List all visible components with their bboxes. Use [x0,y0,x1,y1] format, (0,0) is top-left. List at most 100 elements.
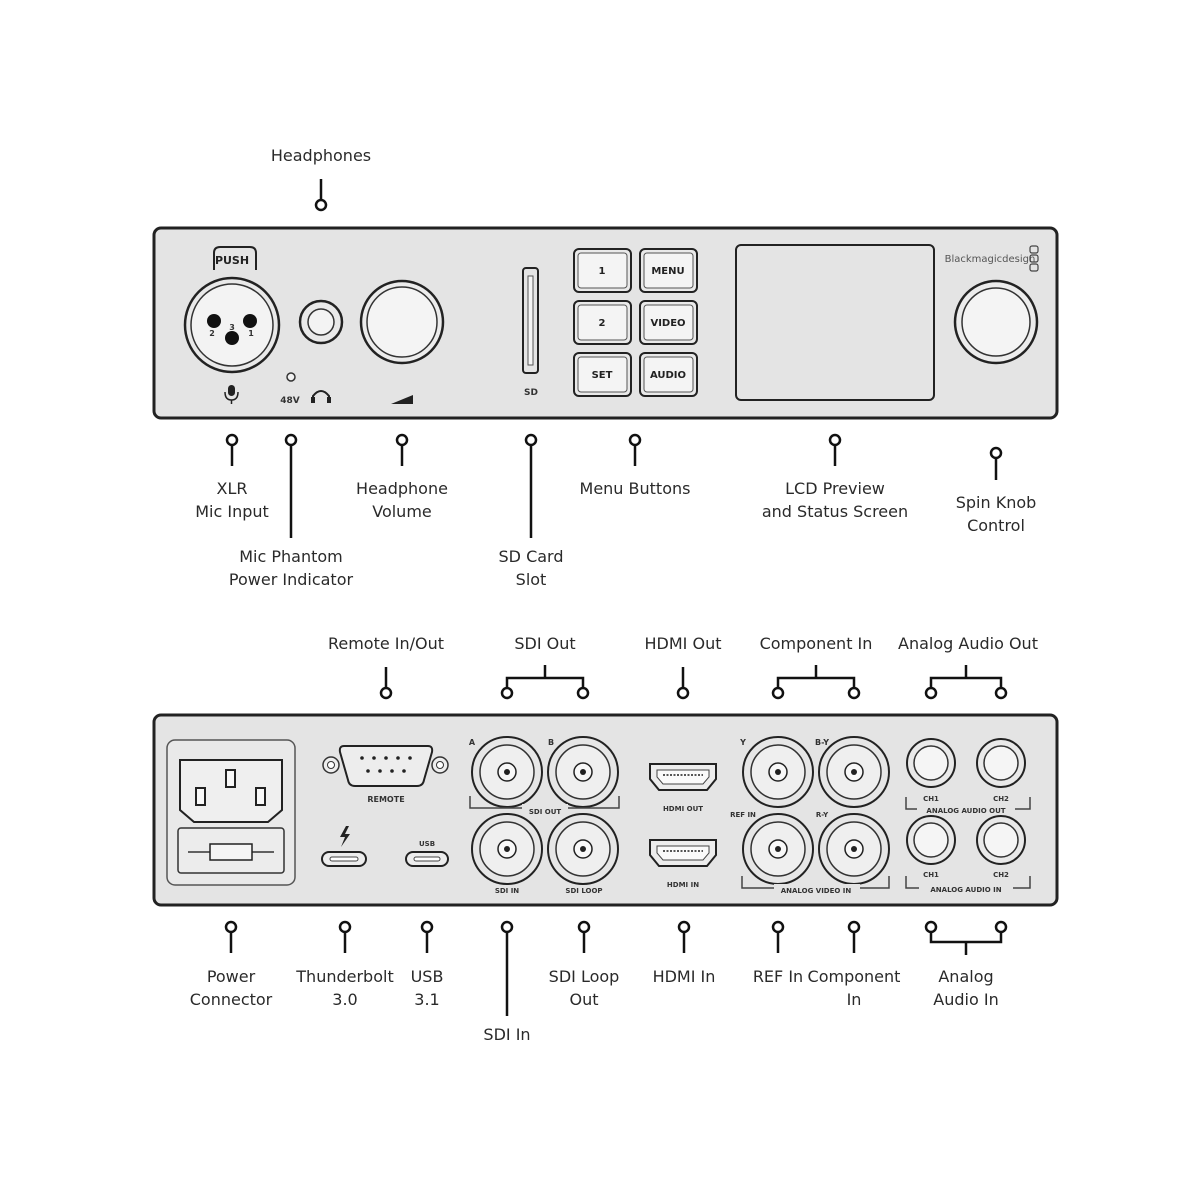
volume-ramp-icon [391,395,413,404]
analog-audio-out-label: ANALOG AUDIO OUT [926,807,1005,815]
ry-label: R-Y [816,811,829,819]
button-menu-label: MENU [651,266,684,277]
rear-callouts-top: Remote In/Out SDI Out HDMI Out Component… [328,634,1038,700]
sd-label: SD [524,388,538,398]
callout-sdi-loop: SDI Loop [549,967,620,986]
callout-mic-input: Mic Input [195,502,269,521]
ch1-out-label: CH1 [923,795,939,803]
callout-component-in: Component In [760,634,873,653]
callout-sdi-out: SDI Out [514,634,575,653]
callout-component-in-2: In [847,990,862,1009]
callout-power-indicator: Power Indicator [229,570,354,589]
callout-status-screen: and Status Screen [762,502,908,521]
button-video-label: VIDEO [650,318,685,329]
audio-out-ch1-jack[interactable] [906,738,956,788]
callout-usb: USB [411,967,444,986]
hdmi-out-label: HDMI OUT [663,805,703,813]
menu-buttons: 1 MENU 2 VIDEO SET AUDIO [573,248,698,397]
headphone-volume-knob-inner [366,286,438,358]
sdi-out-label: SDI OUT [529,808,562,816]
brand-logo-icon [1029,245,1039,272]
callout-connector: Connector [190,990,273,1009]
xlr-push-label: PUSH [215,254,249,267]
thunderbolt-icon [340,826,350,847]
callout-xlr: XLR [217,479,248,498]
callout-remote: Remote In/Out [328,634,444,653]
button-audio-label: AUDIO [650,370,686,381]
component-y-bnc[interactable] [742,736,814,808]
front-panel-group: Headphones PUSH 2 3 1 48V [152,146,1059,589]
callout-mic-phantom: Mic Phantom [239,547,343,566]
callout-volume: Volume [372,502,432,521]
callout-thunderbolt-version: 3.0 [332,990,357,1009]
sdi-a-label: A [469,738,476,747]
callout-sdi-loop-out: Out [569,990,598,1009]
ref-in-label: REF IN [730,811,756,819]
xlr-pin-2 [207,314,221,328]
power-connector[interactable] [166,739,296,886]
ch2-in-label: CH2 [993,871,1009,879]
hdmi-in-port[interactable] [649,839,717,867]
button-set-label: SET [592,370,613,381]
y-label: Y [739,738,746,747]
callout-menu-buttons: Menu Buttons [580,479,691,498]
callout-lcd-preview: LCD Preview [785,479,885,498]
spin-knob-inner [961,287,1031,357]
sdi-loop-bnc[interactable] [547,813,619,885]
callout-headphone: Headphone [356,479,448,498]
component-by-bnc[interactable] [818,736,890,808]
brand-logo-text: Blackmagicdesign [945,254,1036,265]
sdi-b-label: B [548,738,554,747]
phantom-power-led [286,372,296,382]
component-ry-bnc[interactable] [818,813,890,885]
xlr-pin-label-2: 2 [209,329,215,338]
callout-slot: Slot [516,570,547,589]
remote-label: REMOTE [367,795,404,804]
remote-db9-port[interactable] [322,745,449,787]
sdi-in-label: SDI IN [495,887,519,895]
audio-in-ch2-jack[interactable] [976,815,1026,865]
callout-audio-in: Audio In [933,990,998,1009]
callout-headphones: Headphones [271,146,371,165]
callout-spin-knob: Spin Knob [956,493,1037,512]
analog-audio-in-label: ANALOG AUDIO IN [930,886,1001,894]
callout-analog: Analog [938,967,993,986]
rear-callouts-bottom: Power Connector Thunderbolt 3.0 USB 3.1 … [190,920,1008,1044]
callout-hdmi-in: HDMI In [653,967,716,986]
rear-panel-group: Remote In/Out SDI Out HDMI Out Component… [152,634,1059,1044]
phantom-48v-label: 48V [280,396,300,406]
callout-ref-in: REF In [753,967,803,986]
xlr-inner-ring [190,283,274,367]
microphone-icon [224,385,239,404]
headphones-icon [311,390,331,403]
callout-component: Component [808,967,901,986]
usb-label: USB [419,840,435,848]
sd-card-slot-opening [527,275,534,366]
ch1-in-label: CH1 [923,871,939,879]
xlr-pin-1 [243,314,257,328]
callout-sdi-in: SDI In [483,1025,530,1044]
callout-hdmi-out: HDMI Out [645,634,722,653]
button-2-label: 2 [599,318,606,329]
audio-in-ch1-jack[interactable] [906,815,956,865]
sdi-loop-label: SDI LOOP [565,887,602,895]
sdi-out-b-bnc[interactable] [547,736,619,808]
leader-dot-headphones [314,198,328,212]
callout-thunderbolt: Thunderbolt [295,967,393,986]
sdi-out-a-bnc[interactable] [471,736,543,808]
lcd-screen[interactable] [735,244,935,401]
xlr-mic-input[interactable]: PUSH 2 3 1 [183,246,281,374]
xlr-pin-label-3: 3 [229,323,235,332]
callout-power: Power [207,967,256,986]
headphone-jack-inner [307,308,335,336]
callout-control: Control [967,516,1025,535]
analog-video-in-label: ANALOG VIDEO IN [781,887,852,895]
xlr-pin-label-1: 1 [248,329,254,338]
sdi-in-bnc[interactable] [471,813,543,885]
xlr-push-tab[interactable] [213,246,257,270]
hdmi-in-label: HDMI IN [667,881,699,889]
ref-in-bnc[interactable] [742,813,814,885]
audio-out-ch2-jack[interactable] [976,738,1026,788]
hdmi-out-port[interactable] [649,763,717,791]
